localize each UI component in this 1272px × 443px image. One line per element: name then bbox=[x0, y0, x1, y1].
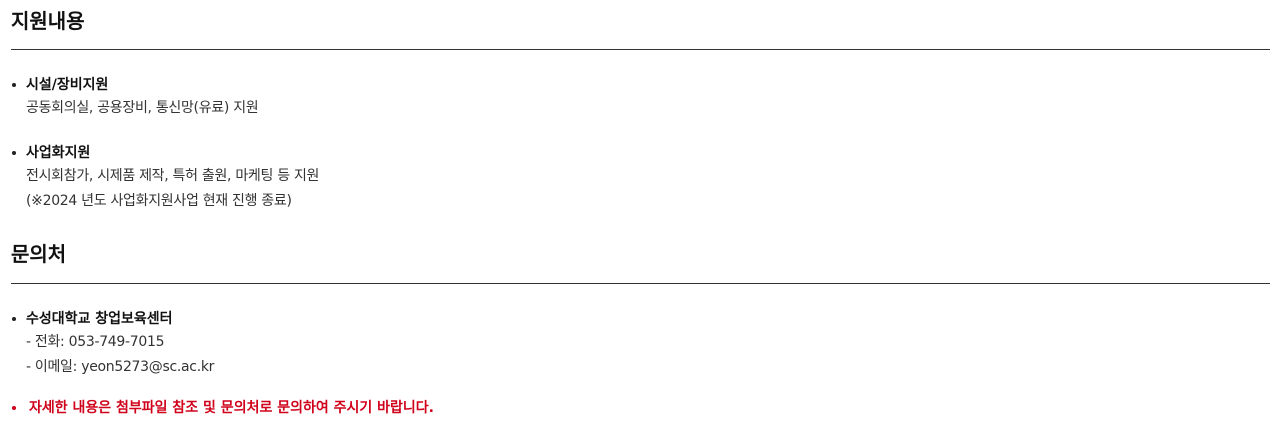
list-item-title: 사업화지원 bbox=[26, 145, 91, 161]
list-item-title: 시설/장비지원 bbox=[26, 77, 109, 93]
notice-text: 자세한 내용은 첨부파일 참조 및 문의처로 문의하여 주시기 바랍니다. bbox=[11, 397, 1270, 419]
list-item-facility: 시설/장비지원 공동회의실, 공용장비, 통신망(유료) 지원 bbox=[11, 74, 1270, 121]
contact-phone: - 전화: 053-749-7015 bbox=[26, 334, 165, 350]
support-list: 시설/장비지원 공동회의실, 공용장비, 통신망(유료) 지원 사업화지원 전시… bbox=[11, 74, 1270, 214]
contact-email: - 이메일: yeon5273@sc.ac.kr bbox=[26, 359, 215, 375]
section-title-contact: 문의처 bbox=[11, 242, 67, 266]
list-item-line: 공동회의실, 공용장비, 통신망(유료) 지원 bbox=[26, 100, 259, 116]
section-title-support: 지원내용 bbox=[11, 9, 85, 33]
list-item-contact: 수성대학교 창업보육센터 - 전화: 053-749-7015 - 이메일: y… bbox=[11, 308, 1270, 380]
list-item-line: (※2024 년도 사업화지원사업 현재 진행 종료) bbox=[26, 193, 292, 209]
list-item-line: 전시회참가, 시제품 제작, 특허 출원, 마케팅 등 지원 bbox=[26, 168, 320, 184]
content-wrapper: 지원내용 시설/장비지원 공동회의실, 공용장비, 통신망(유료) 지원 사업화… bbox=[11, 0, 1270, 419]
section-divider-contact bbox=[11, 283, 1270, 284]
contact-list: 수성대학교 창업보육센터 - 전화: 053-749-7015 - 이메일: y… bbox=[11, 308, 1270, 380]
list-item-business: 사업화지원 전시회참가, 시제품 제작, 특허 출원, 마케팅 등 지원 (※2… bbox=[11, 142, 1270, 214]
list-item-title: 수성대학교 창업보육센터 bbox=[26, 311, 173, 327]
section-divider-support bbox=[11, 49, 1270, 50]
